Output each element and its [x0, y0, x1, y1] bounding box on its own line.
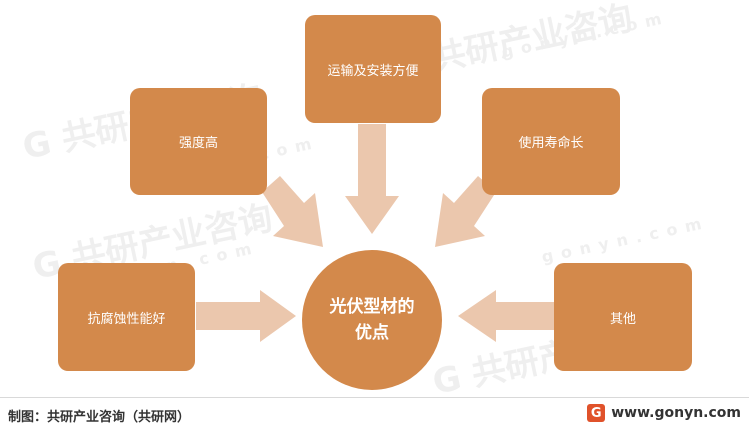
brand-url: www.gonyn.com [611, 405, 741, 421]
node-label: 抗腐蚀性能好 [87, 311, 166, 327]
center-title-line1: 光伏型材的 [329, 297, 415, 317]
node-label: 其他 [609, 311, 636, 327]
node-corrosion: 抗腐蚀性能好 [58, 263, 195, 371]
arrows-layer [196, 124, 555, 342]
node-other: 其他 [554, 263, 692, 371]
node-label: 使用寿命长 [518, 136, 584, 151]
source-credit: 制图：共研产业咨询（共研网） [8, 410, 191, 425]
footer-brand: G www.gonyn.com [587, 404, 741, 422]
node-label: 运输及安装方便 [327, 63, 419, 79]
node-label: 强度高 [178, 136, 218, 151]
arrow-other [458, 290, 555, 342]
center-topic: 光伏型材的 优点 [302, 250, 442, 390]
node-strength: 强度高 [130, 88, 267, 195]
center-title-line2: 优点 [355, 323, 389, 343]
arrow-strength [262, 176, 323, 247]
arrow-lifespan [435, 176, 496, 247]
node-lifespan: 使用寿命长 [482, 88, 620, 195]
arrow-corrosion [196, 290, 296, 342]
footer: 制图：共研产业咨询（共研网） G www.gonyn.com [0, 397, 749, 430]
node-install: 运输及安装方便 [305, 15, 441, 123]
arrow-install [345, 124, 399, 234]
brand-logo-icon: G [587, 404, 606, 422]
